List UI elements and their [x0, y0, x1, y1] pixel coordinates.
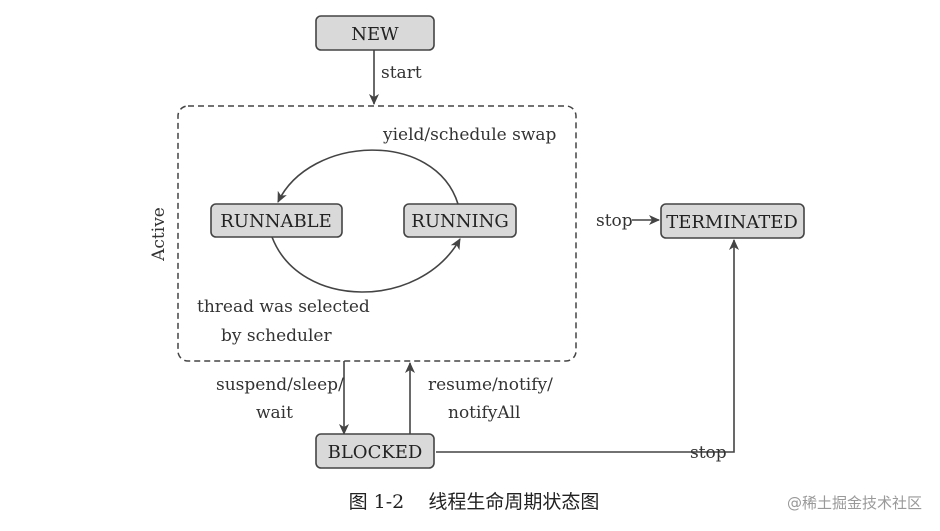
label-suspend-line1: suspend/sleep/ [216, 375, 344, 395]
label-resume-line1: resume/notify/ [428, 375, 553, 395]
edge-runnable-to-running [271, 236, 461, 293]
active-group-border [177, 105, 577, 362]
figure-caption: 图 1-2 线程生命周期状态图 [349, 491, 600, 513]
state-runnable: RUNNABLE [210, 203, 343, 238]
watermark: @稀土掘金技术社区 [787, 494, 922, 512]
edge-blocked-to-terminated [436, 239, 739, 453]
state-new-label: NEW [351, 24, 399, 45]
label-stop-blocked: stop [690, 443, 727, 463]
label-stop-active: stop [596, 211, 633, 231]
state-blocked: BLOCKED [315, 433, 435, 469]
label-yield-schedule-swap: yield/schedule swap [382, 125, 557, 145]
label-thread-selected-line1: thread was selected [197, 297, 370, 317]
state-new: NEW [315, 15, 435, 51]
state-terminated-label: TERMINATED [666, 212, 798, 233]
label-thread-selected-line2: by scheduler [221, 326, 332, 346]
state-terminated: TERMINATED [660, 203, 805, 239]
label-suspend-line2: wait [256, 403, 293, 423]
label-resume-line2: notifyAll [448, 403, 521, 423]
state-running-label: RUNNING [411, 211, 508, 232]
label-start: start [381, 63, 422, 83]
state-running: RUNNING [403, 203, 517, 238]
state-runnable-label: RUNNABLE [220, 211, 332, 232]
edge-running-to-runnable [277, 149, 459, 205]
state-blocked-label: BLOCKED [328, 442, 423, 463]
active-group-label: Active [149, 207, 169, 262]
